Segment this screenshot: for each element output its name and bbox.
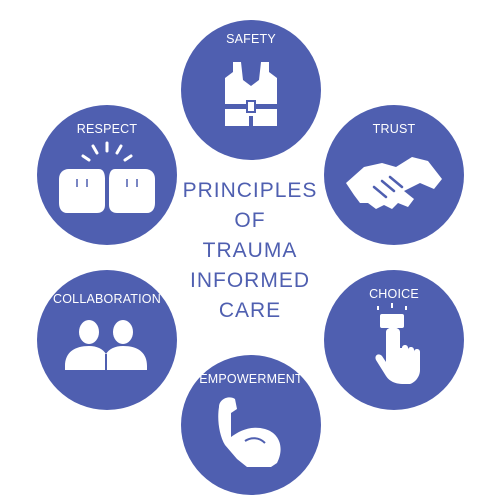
principle-empowerment: EMPOWERMENT — [181, 355, 321, 495]
principle-safety: SAFETY — [181, 20, 321, 160]
principle-trust: TRUST — [324, 105, 464, 245]
principle-choice: CHOICE — [324, 270, 464, 410]
flexed-arm-icon — [218, 397, 281, 467]
finger-press-button-icon — [375, 303, 420, 384]
principle-label: RESPECT — [76, 122, 138, 136]
center-title-line: INFORMED — [190, 269, 310, 292]
two-people-icon — [65, 320, 147, 370]
handshake-icon — [346, 157, 442, 209]
center-title-line: OF — [234, 209, 266, 232]
life-vest-icon — [225, 62, 277, 126]
center-title-line: TRAUMA — [202, 239, 298, 262]
principle-label: COLLABORATION — [53, 292, 161, 306]
center-title-line: CARE — [218, 299, 282, 322]
fist-bump-icon — [59, 141, 155, 213]
principle-label: CHOICE — [369, 287, 419, 301]
principle-label: TRUST — [372, 122, 416, 136]
principle-label: EMPOWERMENT — [199, 372, 303, 386]
center-title: PRINCIPLES OF TRAUMA INFORMED CARE — [150, 176, 350, 326]
principle-label: SAFETY — [226, 32, 276, 46]
principle-respect: RESPECT — [37, 105, 177, 245]
principle-collaboration: COLLABORATION — [37, 270, 177, 410]
center-title-line: PRINCIPLES — [182, 179, 318, 202]
